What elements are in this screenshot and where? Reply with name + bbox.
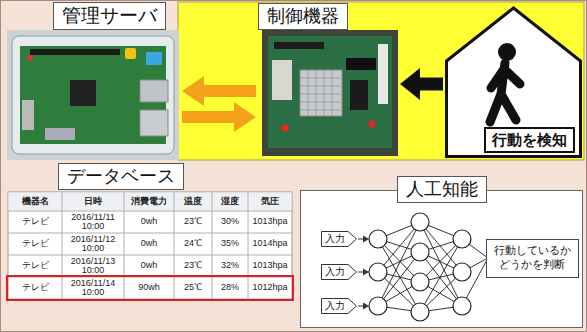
output-text: 行動しているか どうかを判断	[491, 244, 574, 273]
table-header: 日時	[62, 192, 124, 211]
ai-panel: 人工知能入力入力入力行動しているか どうかを判断	[300, 190, 583, 328]
table-cell: 2016/11/14 10:00	[62, 277, 124, 299]
house-shape: 行動を検知	[445, 6, 582, 158]
panel-heading: 制御機器	[258, 3, 348, 30]
server-panel: 管理サーバ	[5, 2, 180, 160]
table-cell: 25℃	[174, 277, 212, 299]
highlight-row	[7, 276, 293, 300]
table-header: 湿度	[212, 192, 248, 211]
table-cell: 1014hpa	[248, 233, 292, 255]
table-cell: 24℃	[174, 233, 212, 255]
output-box: 行動しているか どうかを判断	[486, 239, 579, 278]
data-table	[7, 192, 293, 300]
table-cell: テレビ	[8, 277, 62, 299]
control-area	[178, 2, 584, 160]
table-cell: 23℃	[174, 255, 212, 277]
table-cell: 2016/11/12 10:00	[62, 233, 124, 255]
input-tag: 入力	[321, 264, 357, 280]
device-photo	[262, 30, 398, 156]
panel-heading: 管理サーバ	[53, 2, 166, 30]
table-header: 消費電力	[124, 192, 174, 211]
table-cell: テレビ	[8, 233, 62, 255]
detection-tag: 行動を検知	[484, 127, 575, 153]
table-header: 気圧	[248, 192, 292, 211]
flow-arrow	[182, 111, 234, 123]
table-cell: 1013hpa	[248, 211, 292, 233]
table-cell: 2016/11/13 10:00	[62, 255, 124, 277]
device-panel: 制御機器	[258, 3, 398, 156]
panel-heading: 人工知能	[397, 176, 487, 203]
input-label: 入力	[325, 300, 345, 312]
table-header: 温度	[174, 192, 212, 211]
flow-arrow	[420, 78, 443, 91]
server-photo	[7, 30, 179, 160]
panel-heading: データベース	[58, 163, 184, 190]
table-cell: 90wh	[124, 277, 174, 299]
table-cell: 32%	[212, 255, 248, 277]
table-cell: テレビ	[8, 211, 62, 233]
table-cell: テレビ	[8, 255, 62, 277]
table-cell: 30%	[212, 211, 248, 233]
table-cell: 35%	[212, 233, 248, 255]
flow-arrow	[204, 85, 256, 97]
table-cell: 0wh	[124, 255, 174, 277]
input-tag: 入力	[321, 231, 357, 247]
table-cell: 28%	[212, 277, 248, 299]
table-cell: 23℃	[174, 211, 212, 233]
input-tag: 入力	[321, 298, 357, 314]
input-label: 入力	[325, 266, 345, 278]
table-cell: 1013hpa	[248, 255, 292, 277]
ai-ground	[300, 190, 583, 328]
input-label: 入力	[325, 233, 345, 245]
table-cell: 0wh	[124, 233, 174, 255]
table-cell: 0wh	[124, 211, 174, 233]
table-header: 機器名	[8, 192, 62, 211]
neural-network	[358, 213, 488, 321]
person-silhouette	[490, 43, 520, 122]
table-cell: 1012hpa	[248, 277, 292, 299]
table-cell: 2016/11/11 10:00	[62, 211, 124, 233]
database-heading: データベース	[58, 163, 184, 190]
